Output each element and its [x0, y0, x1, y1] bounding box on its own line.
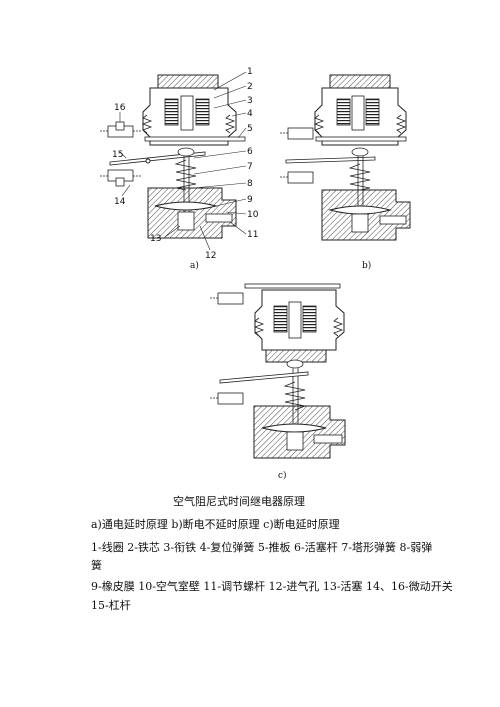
relay-diagram: 1 2 3 4 5 6 7 8 9 10 11 12 13 14 15 16 a…	[100, 67, 411, 481]
figure-title: 空气阻尼式时间继电器原理	[173, 495, 305, 508]
sublabel-a: a)	[190, 260, 199, 271]
label-15: 15	[112, 150, 123, 160]
diagram-c: c)	[210, 283, 346, 481]
legend-line-2: 簧	[91, 559, 102, 572]
label-11: 11	[247, 230, 258, 240]
modes-line: a)通电延时原理 b)断电不延时原理 c)断电延时原理	[91, 518, 340, 531]
label-8: 8	[247, 179, 253, 189]
label-3: 3	[247, 96, 253, 106]
diagram-b: b)	[280, 74, 411, 271]
label-7: 7	[247, 162, 253, 172]
label-9: 9	[247, 195, 253, 205]
label-2: 2	[247, 82, 253, 92]
label-10: 10	[247, 210, 259, 220]
label-16: 16	[114, 103, 126, 113]
diagram-a: 1 2 3 4 5 6 7 8 9 10 11 12 13 14 15 16 a…	[100, 67, 259, 271]
label-6: 6	[247, 147, 253, 157]
legend-line-4: 15-杠杆	[91, 599, 131, 612]
label-4: 4	[247, 109, 253, 119]
sublabel-b: b)	[362, 260, 371, 271]
legend-line-1: 1-线圈 2-铁芯 3-衔铁 4-复位弹簧 5-推板 6-活塞杆 7-塔形弹簧 …	[91, 541, 433, 554]
legend-line-3: 9-橡皮膜 10-空气室壁 11-调节螺杆 12-进气孔 13-活塞 14、16…	[91, 580, 453, 593]
label-12: 12	[205, 251, 216, 261]
sublabel-c: c)	[278, 470, 287, 481]
label-13: 13	[150, 234, 161, 244]
label-14: 14	[114, 197, 126, 207]
label-5: 5	[247, 124, 253, 134]
label-1: 1	[247, 67, 253, 77]
